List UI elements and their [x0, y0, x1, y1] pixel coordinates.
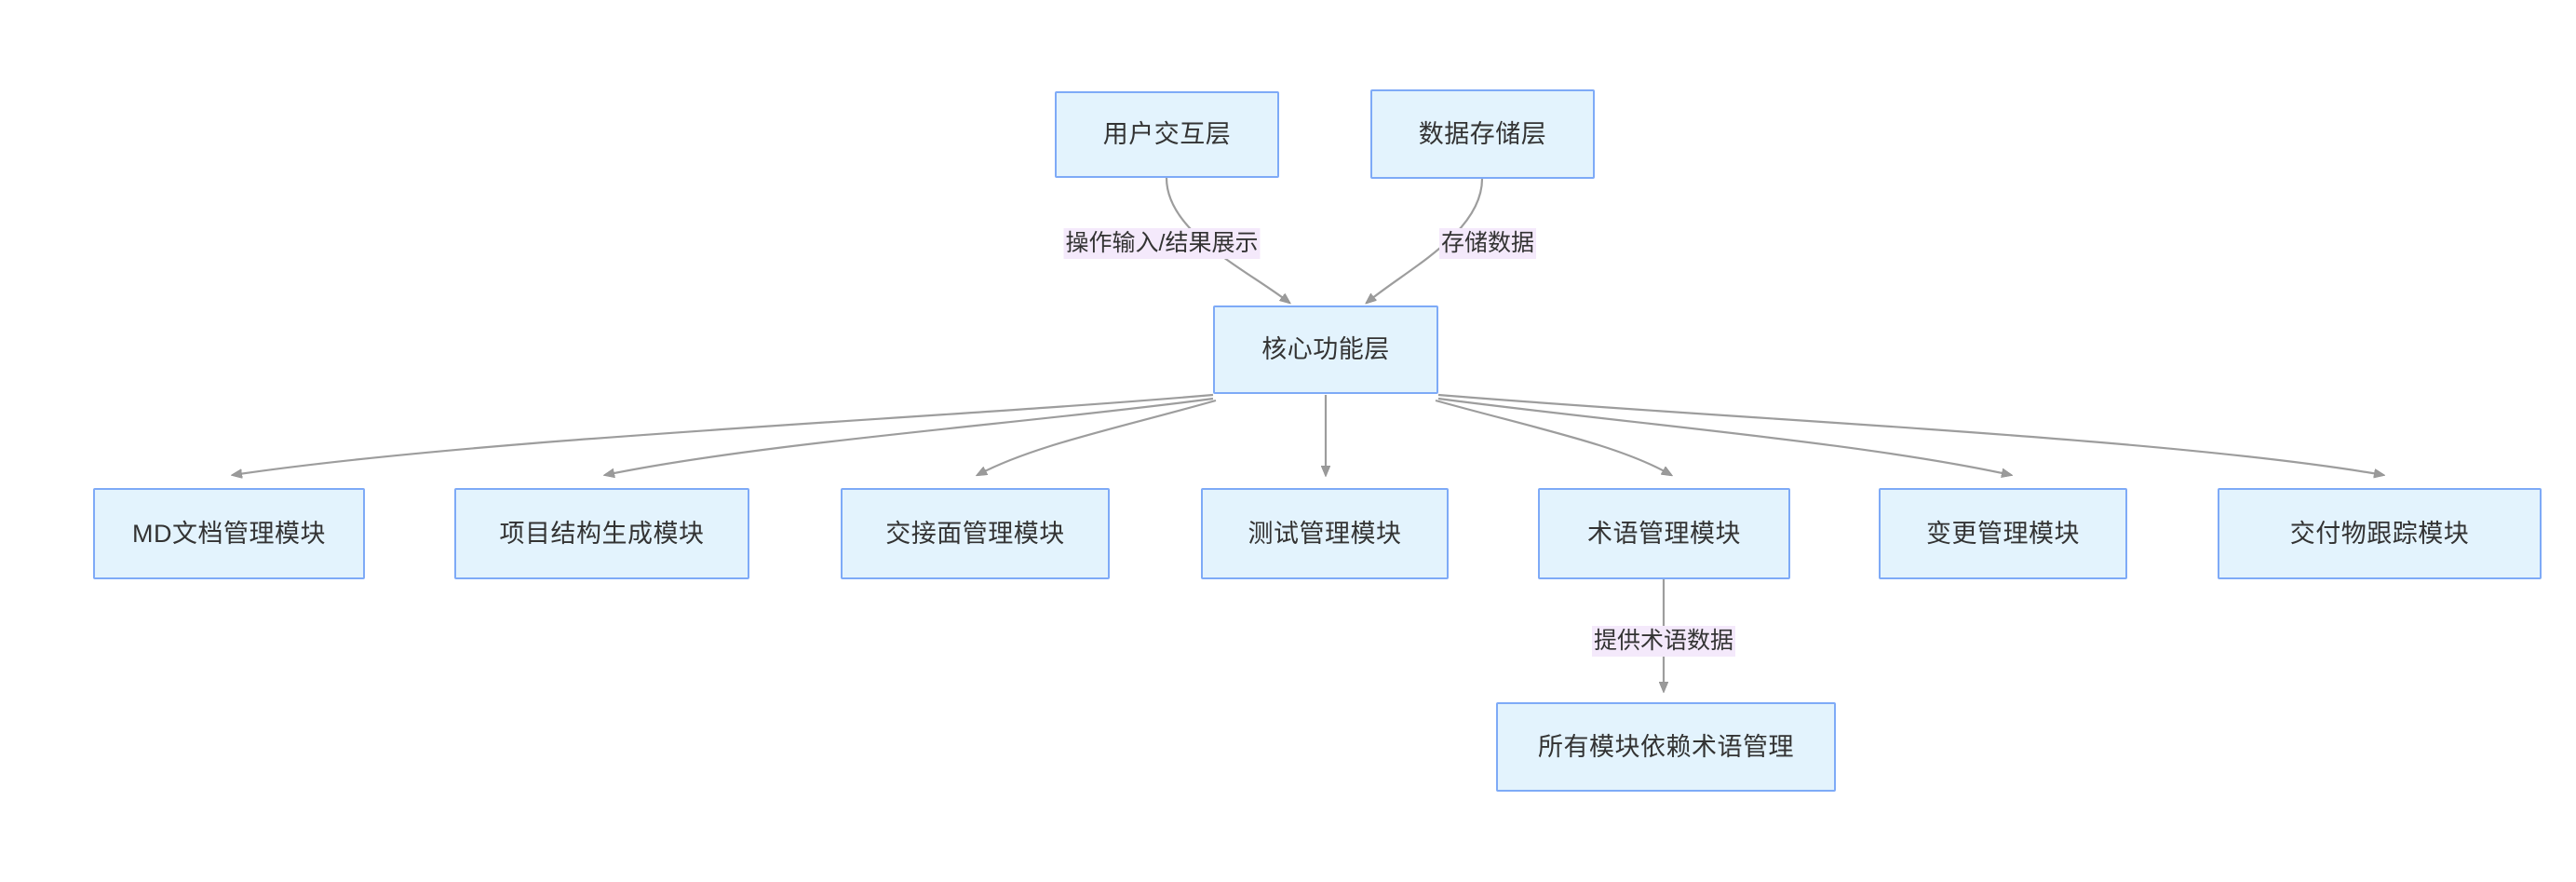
node-label: MD文档管理模块 — [132, 519, 326, 548]
node-delivery-module[interactable]: 交付物跟踪模块 — [2218, 488, 2542, 579]
node-label: 项目结构生成模块 — [499, 519, 705, 548]
node-label: 用户交互层 — [1102, 120, 1232, 149]
node-core-layer[interactable]: 核心功能层 — [1213, 305, 1438, 394]
node-user-layer[interactable]: 用户交互层 — [1055, 91, 1279, 178]
node-term-module[interactable]: 术语管理模块 — [1538, 488, 1790, 579]
node-label: 交付物跟踪模块 — [2289, 519, 2470, 548]
node-term-dependency[interactable]: 所有模块依赖术语管理 — [1496, 702, 1836, 792]
edge-label-term-to-dep: 提供术语数据 — [1591, 626, 1736, 658]
edge-label-user-to-core: 操作输入/结果展示 — [1063, 228, 1261, 260]
node-label: 所有模块依赖术语管理 — [1538, 732, 1794, 761]
node-label: 交接面管理模块 — [885, 519, 1065, 548]
node-data-layer[interactable]: 数据存储层 — [1370, 89, 1595, 179]
node-label: 数据存储层 — [1418, 119, 1547, 148]
edge-label-data-to-core: 存储数据 — [1438, 228, 1537, 260]
edge-core-to-struct — [605, 397, 1214, 475]
edge-core-to-delivery — [1437, 393, 2383, 475]
node-label: 术语管理模块 — [1587, 519, 1741, 548]
edge-core-to-change — [1437, 397, 2011, 475]
node-label: 变更管理模块 — [1926, 519, 2080, 548]
node-interface-module[interactable]: 交接面管理模块 — [841, 488, 1110, 579]
node-change-module[interactable]: 变更管理模块 — [1879, 488, 2127, 579]
edge-core-to-term — [1435, 399, 1671, 475]
node-label: 测试管理模块 — [1248, 519, 1402, 548]
edge-core-to-md — [233, 393, 1214, 475]
node-test-module[interactable]: 测试管理模块 — [1201, 488, 1449, 579]
node-md-module[interactable]: MD文档管理模块 — [93, 488, 365, 579]
node-struct-module[interactable]: 项目结构生成模块 — [454, 488, 749, 579]
edge-core-to-interface — [978, 399, 1217, 475]
node-label: 核心功能层 — [1261, 335, 1390, 364]
